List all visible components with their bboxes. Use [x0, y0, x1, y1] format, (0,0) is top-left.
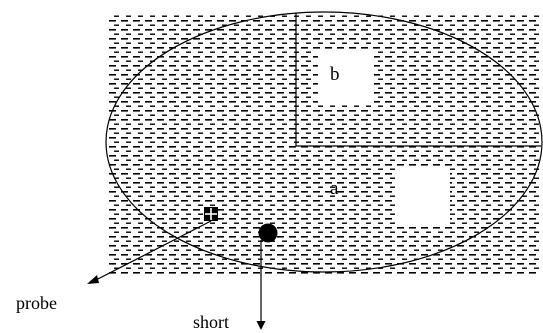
probe-marker	[204, 207, 218, 221]
short-arrow	[256, 240, 266, 330]
probe-arrow	[87, 220, 212, 284]
short-marker	[258, 223, 278, 243]
short-label: short	[193, 312, 229, 332]
region-b-label: b	[330, 64, 340, 85]
probe-label: probe	[16, 293, 57, 313]
region-b-label-box	[318, 50, 374, 103]
region-a-label: a	[330, 178, 339, 199]
region-a-white-box	[395, 166, 450, 224]
outer-ellipse	[105, 11, 543, 273]
